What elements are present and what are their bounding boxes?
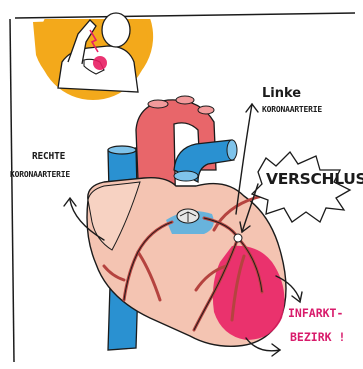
label-verschluss: VERSCHLUSS	[266, 170, 363, 188]
person-head	[102, 13, 130, 47]
label-rechte: RECHTE	[32, 151, 65, 162]
pain-spot	[93, 56, 107, 70]
label-rechte-koronaarterie: KORONAARTERIE	[10, 170, 70, 179]
label-linke: Linke	[262, 86, 301, 101]
person-chest-pain-illustration	[0, 0, 363, 100]
occlusion-point	[234, 234, 242, 242]
frame-left-line	[10, 18, 14, 362]
label-linke-koronaarterie: KORONAARTERIE	[262, 105, 322, 114]
label-bezirk: BEZIRK !	[290, 330, 345, 344]
label-infarkt: INFARKT-	[288, 306, 343, 320]
